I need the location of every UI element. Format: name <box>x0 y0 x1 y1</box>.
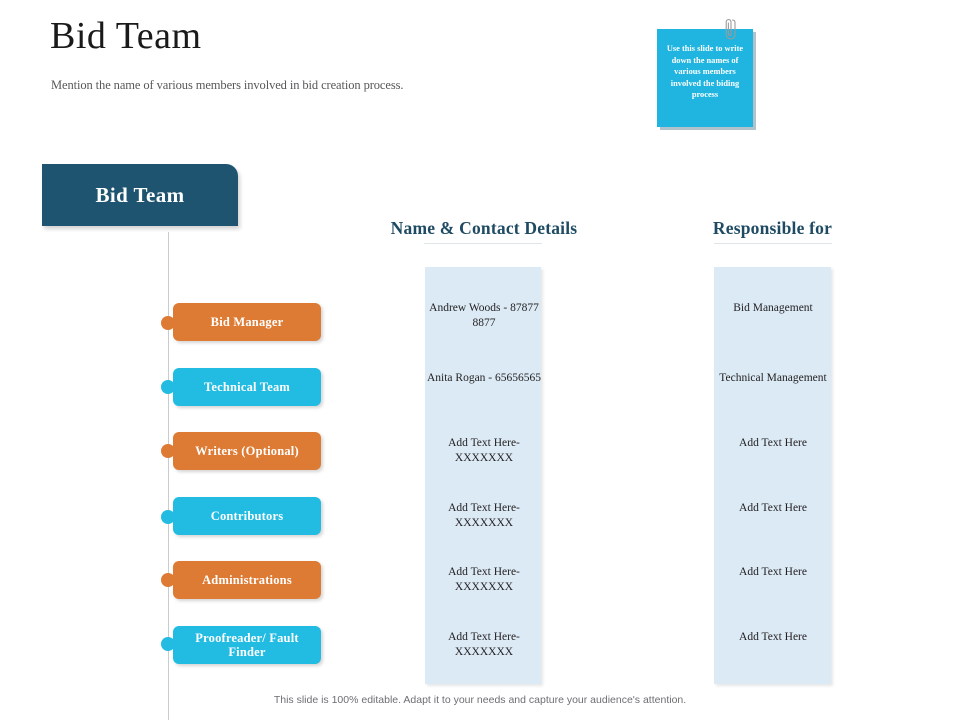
role-dot-technical-team <box>161 380 175 394</box>
role-pill-label: Administrations <box>202 572 292 587</box>
paperclip-icon <box>725 19 736 40</box>
role-dot-writers-optional <box>161 444 175 458</box>
column-header-rule-responsible <box>714 243 832 244</box>
page-title: Bid Team <box>50 15 202 57</box>
role-dot-contributors <box>161 510 175 524</box>
column-header-responsible: Responsible for <box>712 218 833 238</box>
column-header-name-contact: Name & Contact Details <box>390 218 578 238</box>
role-pill-label: Contributors <box>210 508 284 523</box>
role-pill-writers-optional[interactable]: Writers (Optional) <box>173 432 321 470</box>
role-pill-proofreader-fault-finder[interactable]: Proofreader/ Fault Finder <box>173 626 321 664</box>
role-pill-label: Proofreader/ Fault Finder <box>195 630 299 660</box>
sticky-note-text: Use this slide to write down the names o… <box>666 44 744 99</box>
role-pill-contributors[interactable]: Contributors <box>173 497 321 535</box>
role-pill-bid-manager[interactable]: Bid Manager <box>173 303 321 341</box>
cell-responsible-technical-team[interactable]: Technical Management <box>719 372 827 384</box>
connector-rail <box>168 232 169 720</box>
role-dot-bid-manager <box>161 316 175 330</box>
cell-name-contact-contributors[interactable]: Add Text Here- XXXXXXX <box>448 502 520 529</box>
cell-name-contact-administrations[interactable]: Add Text Here- XXXXXXX <box>448 566 520 593</box>
cell-responsible-writers-optional[interactable]: Add Text Here <box>739 437 807 449</box>
cell-responsible-administrations[interactable]: Add Text Here <box>739 566 807 578</box>
role-pill-label: Bid Manager <box>210 314 284 329</box>
role-pill-administrations[interactable]: Administrations <box>173 561 321 599</box>
cell-name-contact-technical-team[interactable]: Anita Rogan - 65656565 <box>426 372 542 384</box>
sticky-note[interactable]: Use this slide to write down the names o… <box>657 29 753 127</box>
cell-name-contact-writers-optional[interactable]: Add Text Here- XXXXXXX <box>448 437 520 464</box>
root-node-bid-team[interactable]: Bid Team <box>42 164 238 226</box>
role-pill-label: Writers (Optional) <box>195 443 299 458</box>
cell-name-contact-proofreader-fault-finder[interactable]: Add Text Here- XXXXXXX <box>448 631 520 658</box>
column-header-rule-name <box>424 243 542 244</box>
cell-responsible-contributors[interactable]: Add Text Here <box>739 502 807 514</box>
footer-note: This slide is 100% editable. Adapt it to… <box>273 694 687 706</box>
cell-name-contact-bid-manager[interactable]: Andrew Woods - 87877 8877 <box>429 302 539 329</box>
panel-name-contact <box>425 267 541 684</box>
role-pill-label: Technical Team <box>203 379 291 394</box>
role-dot-administrations <box>161 573 175 587</box>
panel-responsible <box>714 267 831 684</box>
role-pill-technical-team[interactable]: Technical Team <box>173 368 321 406</box>
root-node-label: Bid Team <box>95 182 185 207</box>
page-subtitle: Mention the name of various members invo… <box>51 78 404 92</box>
role-dot-proofreader-fault-finder <box>161 637 175 651</box>
cell-responsible-bid-manager[interactable]: Bid Management <box>733 302 813 314</box>
cell-responsible-proofreader-fault-finder[interactable]: Add Text Here <box>739 631 807 643</box>
